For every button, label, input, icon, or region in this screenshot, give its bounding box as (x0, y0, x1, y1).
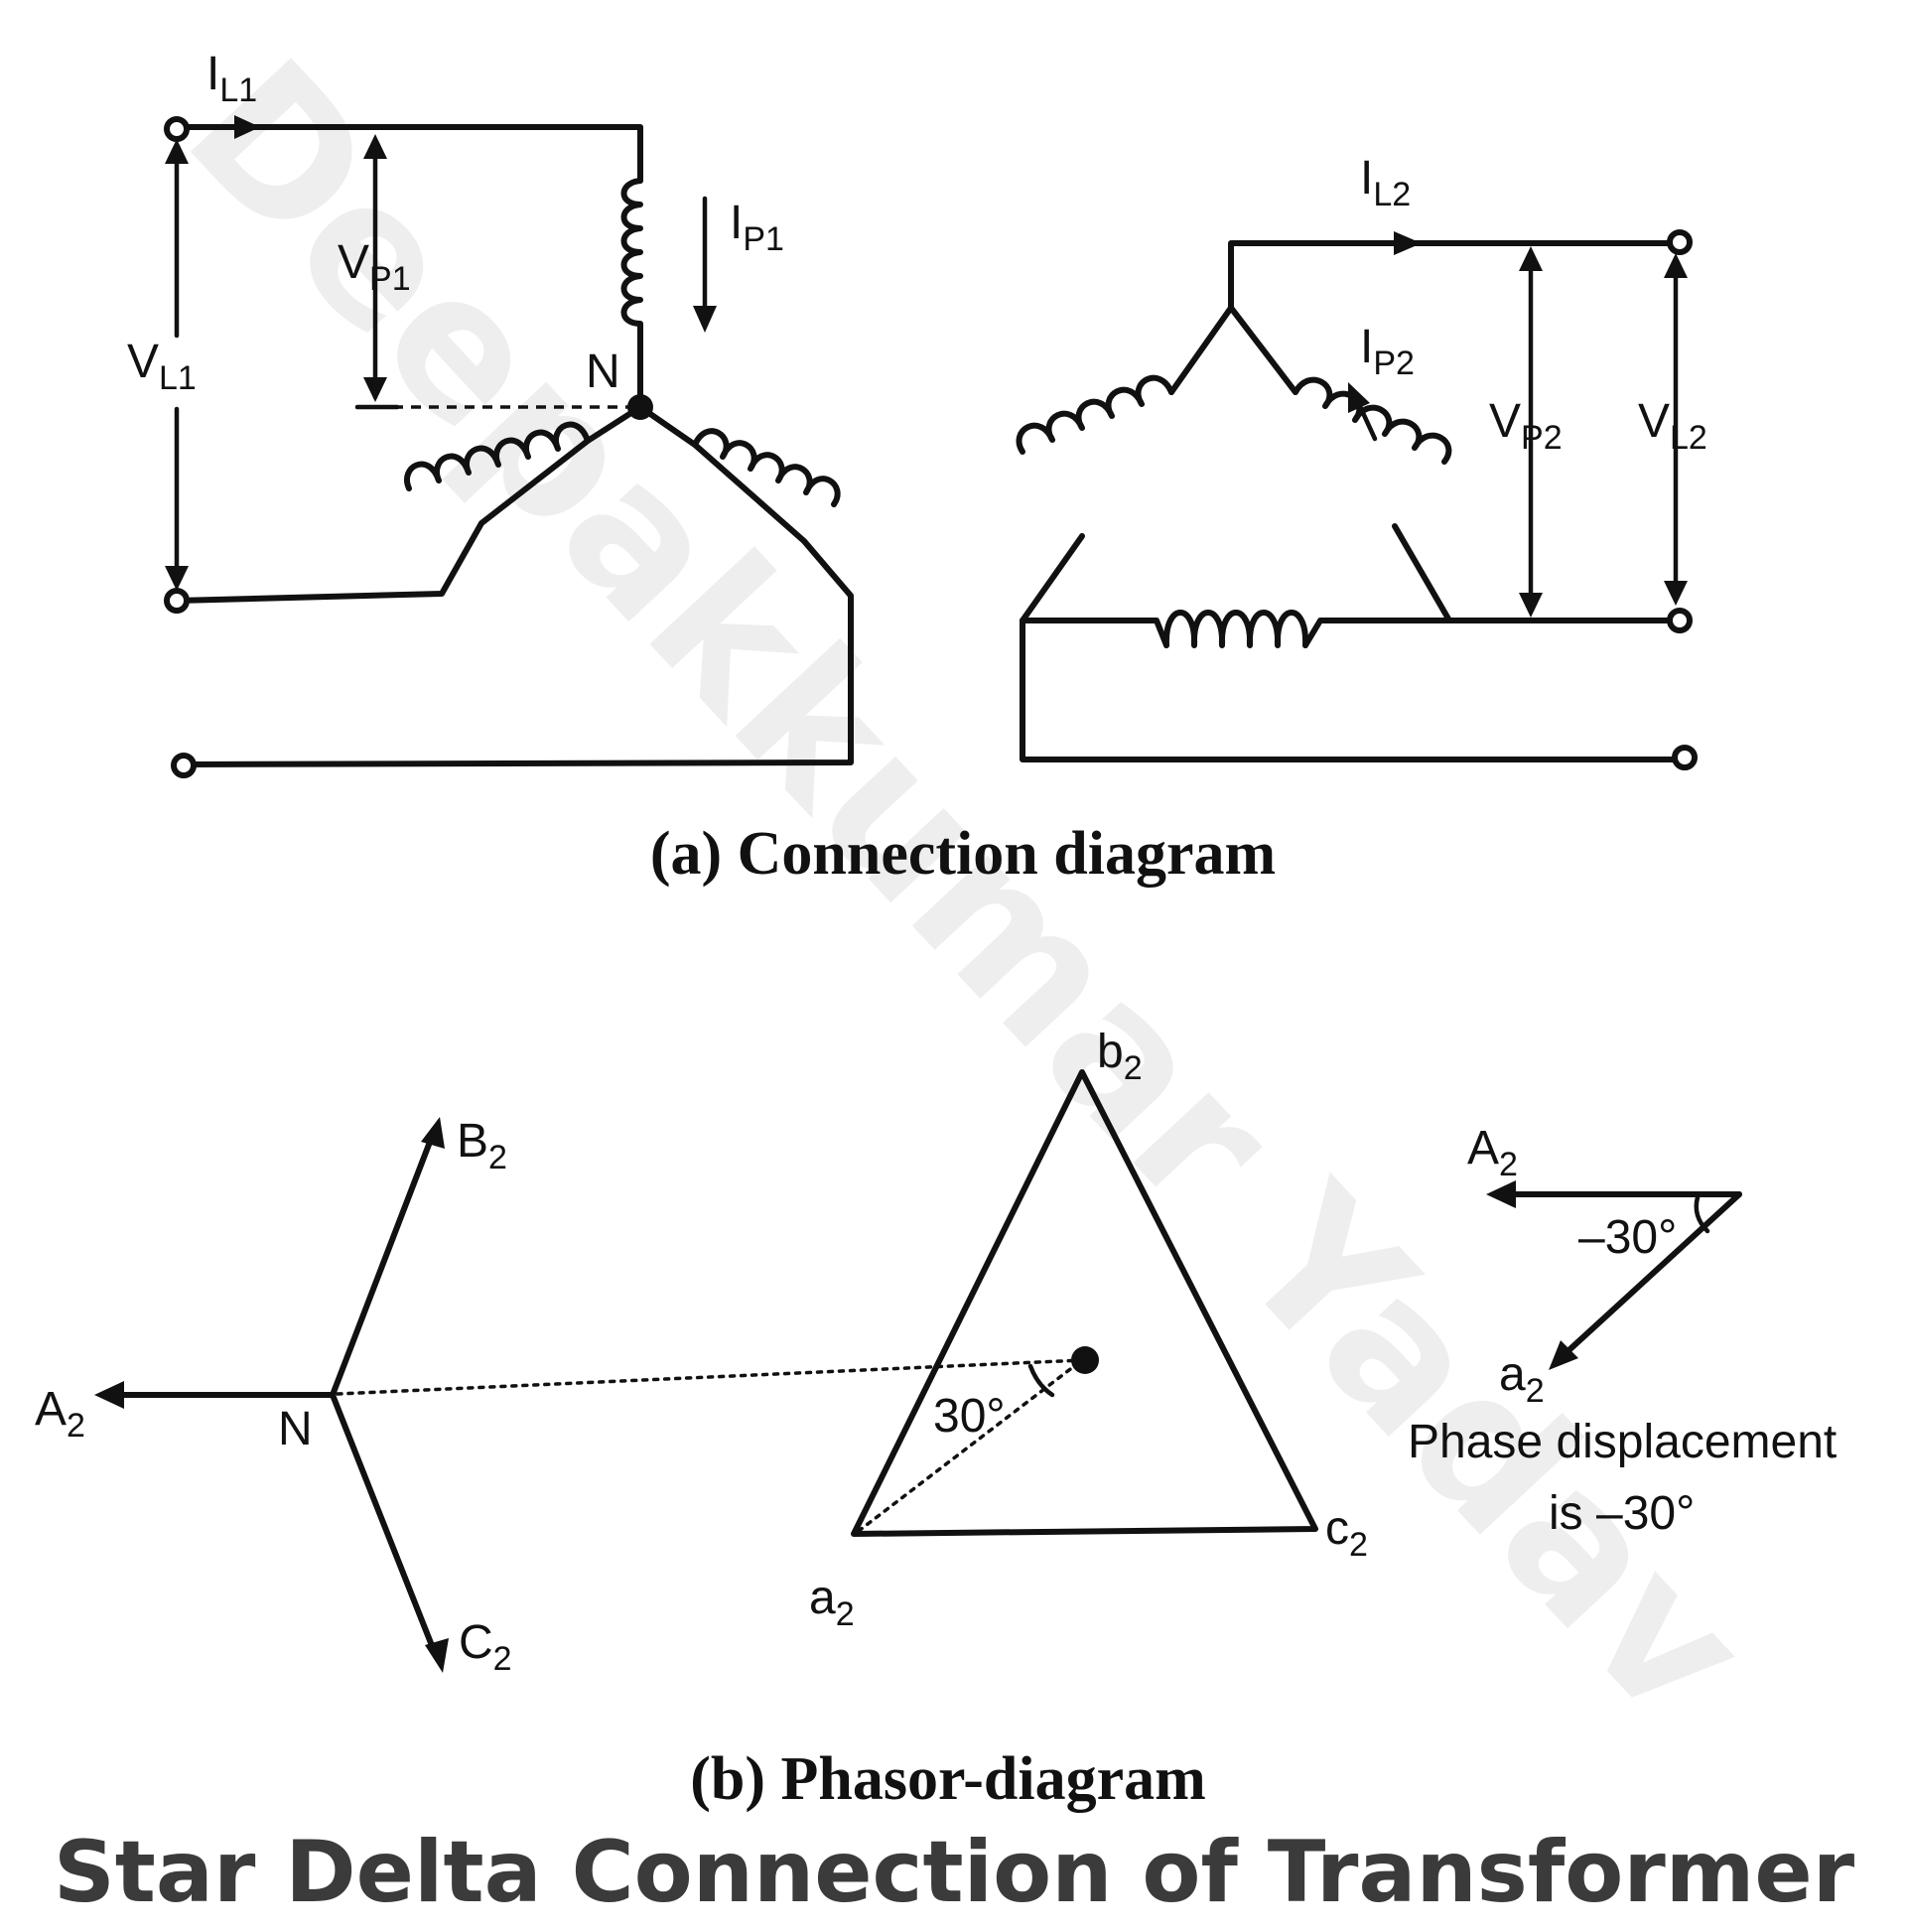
label-shift-a2: a2 (1499, 1348, 1545, 1410)
label-phasor-b2: b2 (1097, 1026, 1143, 1087)
label-vp2: VP2 (1489, 395, 1563, 457)
label-phasor-c2: c2 (1325, 1502, 1368, 1564)
label-il1: IL1 (206, 48, 257, 109)
label-ip2: IP2 (1360, 321, 1415, 382)
primary-star-phasors (94, 1117, 1084, 1673)
label-phasor-neutral: N (278, 1403, 313, 1455)
page-title: Star Delta Connection of Transformer (54, 1823, 1855, 1922)
terminal-a2 (1667, 229, 1693, 255)
label-ip1: IP1 (730, 197, 784, 258)
caption-connection-diagram: (a) Connection diagram (650, 820, 1276, 888)
delta-secondary-winding (1016, 229, 1698, 770)
secondary-delta-phasors (851, 1069, 1318, 1537)
phase-shift-sketch (1486, 1180, 1742, 1370)
label-phasor-C2: C2 (459, 1616, 512, 1678)
label-phasor-B2: B2 (457, 1115, 507, 1176)
terminal-a1 (164, 116, 190, 142)
label-vp1: VP1 (338, 236, 411, 298)
label-shift-angle: –30° (1578, 1211, 1677, 1264)
label-phasor-a2: a2 (809, 1572, 855, 1633)
label-angle-30: 30° (933, 1390, 1006, 1443)
label-shift-A2: A2 (1467, 1122, 1518, 1183)
note-phase-displacement: Phase displacement (1408, 1416, 1837, 1468)
label-vl2: VL2 (1638, 395, 1707, 457)
label-il2: IL2 (1360, 152, 1411, 213)
terminal-b1 (164, 588, 190, 614)
caption-phasor-diagram: (b) Phasor-diagram (690, 1745, 1206, 1813)
star-primary-winding (164, 115, 854, 778)
terminal-b2 (1667, 608, 1693, 633)
label-neutral-primary: N (586, 345, 620, 398)
label-phasor-A2: A2 (35, 1383, 85, 1445)
terminal-c2 (1672, 745, 1698, 770)
note-phase-displacement-value: is –30° (1549, 1487, 1695, 1540)
label-vl1: VL1 (127, 336, 197, 397)
terminal-c1 (171, 753, 197, 778)
